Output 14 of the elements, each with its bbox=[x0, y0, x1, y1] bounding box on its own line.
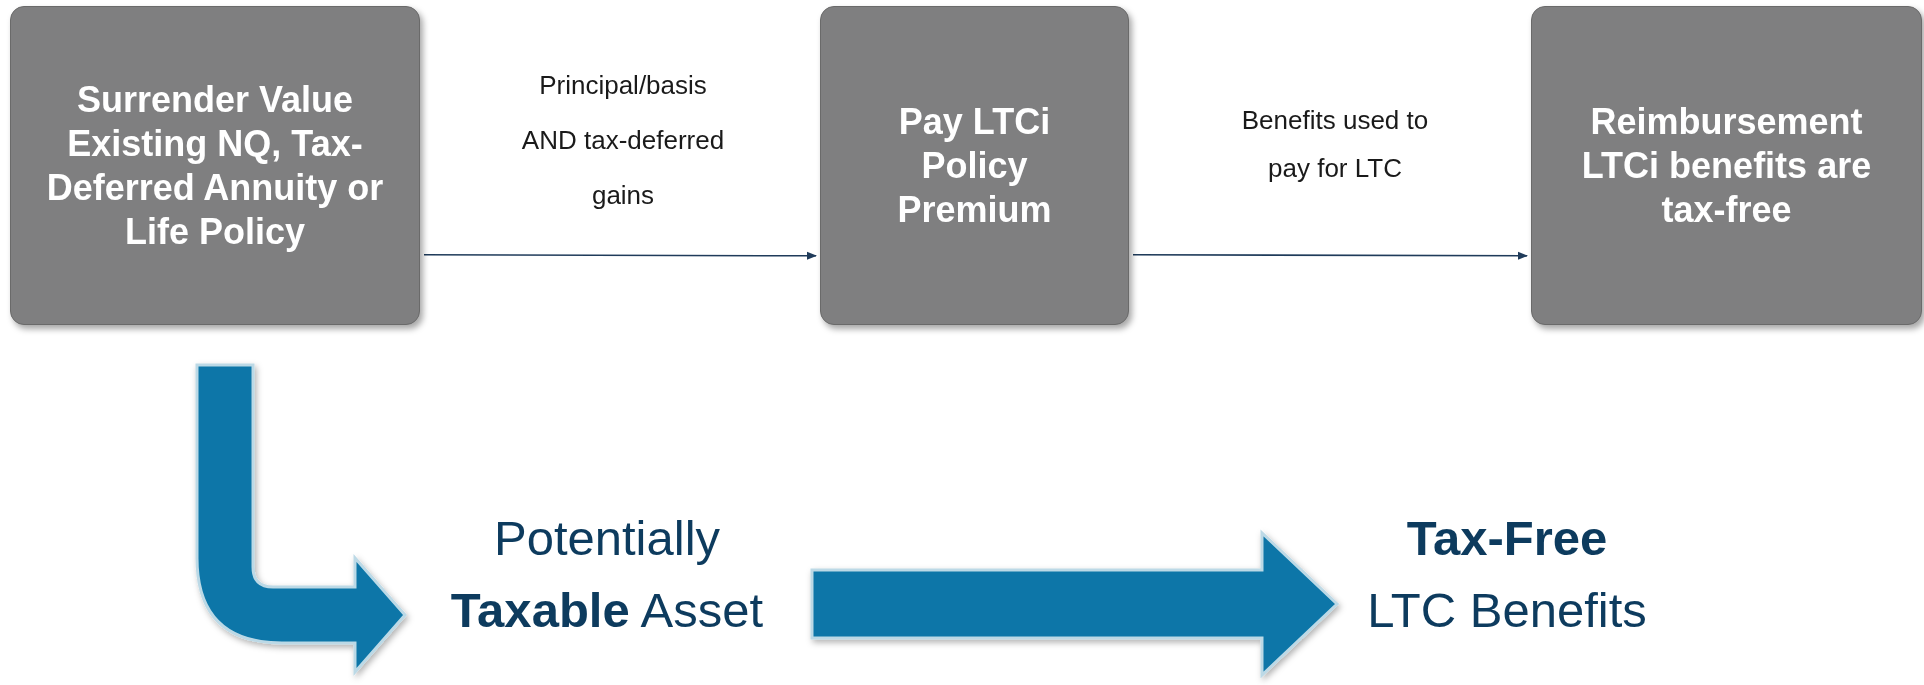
box-text: Surrender Value Existing NQ, Tax-Deferred Annuity or Life Policy bbox=[45, 77, 385, 254]
process-box bbox=[10, 6, 420, 325]
statement-text: Tax-Free LTC Benefits bbox=[1366, 510, 1648, 639]
box-text: Reimbursement LTCi benefits are tax-free bbox=[1580, 99, 1873, 232]
box-text: Pay LTCi Policy Premium bbox=[896, 99, 1053, 232]
process-box bbox=[1531, 6, 1922, 325]
arrow bbox=[1132, 251, 1528, 260]
block-arrow bbox=[195, 363, 407, 674]
arrow bbox=[423, 251, 817, 260]
block-arrow bbox=[810, 529, 1340, 679]
statement-text: Potentially Taxable Asset bbox=[449, 510, 765, 639]
edge-label: Benefits used to pay for LTC bbox=[1240, 104, 1430, 185]
process-box bbox=[820, 6, 1129, 325]
edge-label: Principal/basis AND tax-deferred gains bbox=[520, 69, 726, 212]
